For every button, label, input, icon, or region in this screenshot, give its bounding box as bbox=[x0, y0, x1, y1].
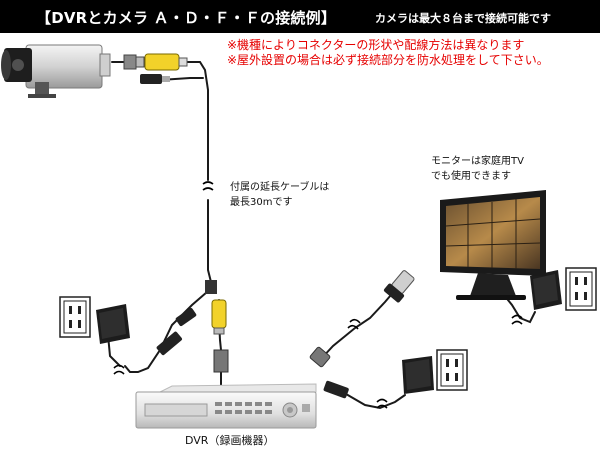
monitor-label: モニターは家庭用TV でも使用できます bbox=[431, 154, 524, 184]
bnc-connector-icon bbox=[309, 346, 331, 368]
page-title: 【DVRとカメラ Ａ・Ｄ・Ｆ・Ｆの接続例】 bbox=[36, 9, 337, 27]
extension-cable bbox=[207, 199, 212, 293]
monitor-icon bbox=[440, 190, 546, 300]
wall-outlet-icon bbox=[436, 349, 468, 391]
dc-plug-icon bbox=[175, 307, 197, 327]
dvr-power-cable bbox=[124, 291, 208, 373]
page-subtitle: カメラは最大８台まで接続可能です bbox=[375, 12, 551, 25]
rca-plug-icon bbox=[144, 53, 180, 71]
dvr-label: DVR（録画機器） bbox=[185, 434, 275, 447]
wall-outlet-icon bbox=[59, 296, 91, 338]
dvr-recorder-icon bbox=[135, 383, 317, 429]
ac-adapter-icon bbox=[96, 304, 130, 344]
ac-adapter-icon bbox=[530, 270, 562, 310]
monitor-power-cable bbox=[345, 393, 406, 410]
cable-label-line-1: 付属の延長ケーブルは bbox=[230, 182, 330, 193]
dc-plug-icon bbox=[323, 380, 349, 399]
bnc-connector-icon bbox=[123, 54, 137, 70]
title-bar: 【DVRとカメラ Ａ・Ｄ・Ｆ・Ｆの接続例】 カメラは最大８台まで接続可能です bbox=[0, 0, 600, 33]
wall-outlet-icon bbox=[565, 267, 597, 311]
monitor-label-line-1: モニターは家庭用TV bbox=[431, 156, 524, 167]
security-camera-icon bbox=[1, 44, 111, 98]
cable-label: 付属の延長ケーブルは 最長30mです bbox=[230, 180, 329, 210]
dc-plug-icon bbox=[140, 74, 162, 84]
ac-adapter-icon bbox=[402, 356, 434, 394]
splitter-connectors bbox=[156, 280, 229, 373]
note-waterproof: ※屋外設置の場合は必ず接続部分を防水処理をして下さい。 bbox=[227, 53, 549, 67]
note-connector-shape: ※機種によりコネクターの形状や配線方法は異なります bbox=[227, 38, 525, 52]
camera-connectors bbox=[123, 53, 188, 84]
rca-plug-icon bbox=[211, 299, 227, 329]
cable-label-line-2: 最長30mです bbox=[230, 197, 293, 208]
monitor-video-cable bbox=[319, 281, 403, 361]
monitor-label-line-2: でも使用できます bbox=[431, 171, 511, 182]
bnc-connector-icon bbox=[213, 349, 229, 373]
cable-break-icon bbox=[113, 181, 523, 409]
camera-video-cable bbox=[181, 61, 209, 181]
